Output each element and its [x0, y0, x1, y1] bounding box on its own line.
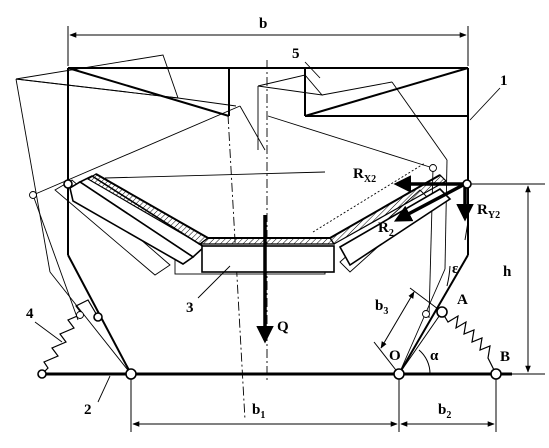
label-h: h	[503, 264, 512, 280]
label-b3: b3	[375, 298, 388, 317]
label-B: B	[500, 349, 510, 365]
label-alpha: α	[430, 348, 439, 364]
label-b1: b1	[252, 402, 265, 421]
label-ry2: RY2	[477, 202, 500, 221]
joint-top-right	[462, 179, 472, 189]
label-rx2: RX2	[353, 166, 376, 185]
label-O: O	[389, 348, 401, 364]
label-part-1: 1	[500, 73, 508, 89]
center-idler-roller	[201, 245, 335, 273]
pin-joints	[29, 164, 502, 380]
conveyor-belt	[86, 162, 447, 245]
dim-b3	[380, 291, 415, 349]
force-R2-arrow	[393, 182, 466, 222]
idler-rollers	[69, 175, 452, 273]
dimension-lines	[67, 26, 545, 432]
joint-left-base	[125, 368, 137, 380]
joint-left-spring-upper	[93, 312, 103, 322]
label-part-5: 5	[292, 46, 300, 62]
springs	[41, 299, 497, 375]
label-part-4: 4	[26, 306, 34, 322]
joint-A	[436, 306, 448, 318]
label-q: Q	[277, 319, 289, 335]
joint-top-left	[63, 179, 73, 189]
center-lines	[227, 60, 268, 421]
force-arrows	[256, 175, 474, 344]
label-b: b	[259, 16, 267, 32]
joint-O	[393, 368, 405, 380]
labels: b 1 5 3 4 2 RX2 RY2 R2 Q h ε b3 A O α B …	[26, 16, 512, 421]
frame-bold	[67, 67, 469, 375]
label-b2: b2	[438, 402, 451, 421]
joint-B	[490, 368, 502, 380]
label-r2: R2	[378, 220, 394, 239]
leader-lines	[34, 61, 501, 403]
label-part-2: 2	[84, 402, 92, 418]
label-part-3: 3	[186, 300, 194, 316]
joint-left-spring	[37, 369, 47, 379]
label-epsilon: ε	[452, 261, 459, 277]
label-A: A	[457, 292, 468, 308]
